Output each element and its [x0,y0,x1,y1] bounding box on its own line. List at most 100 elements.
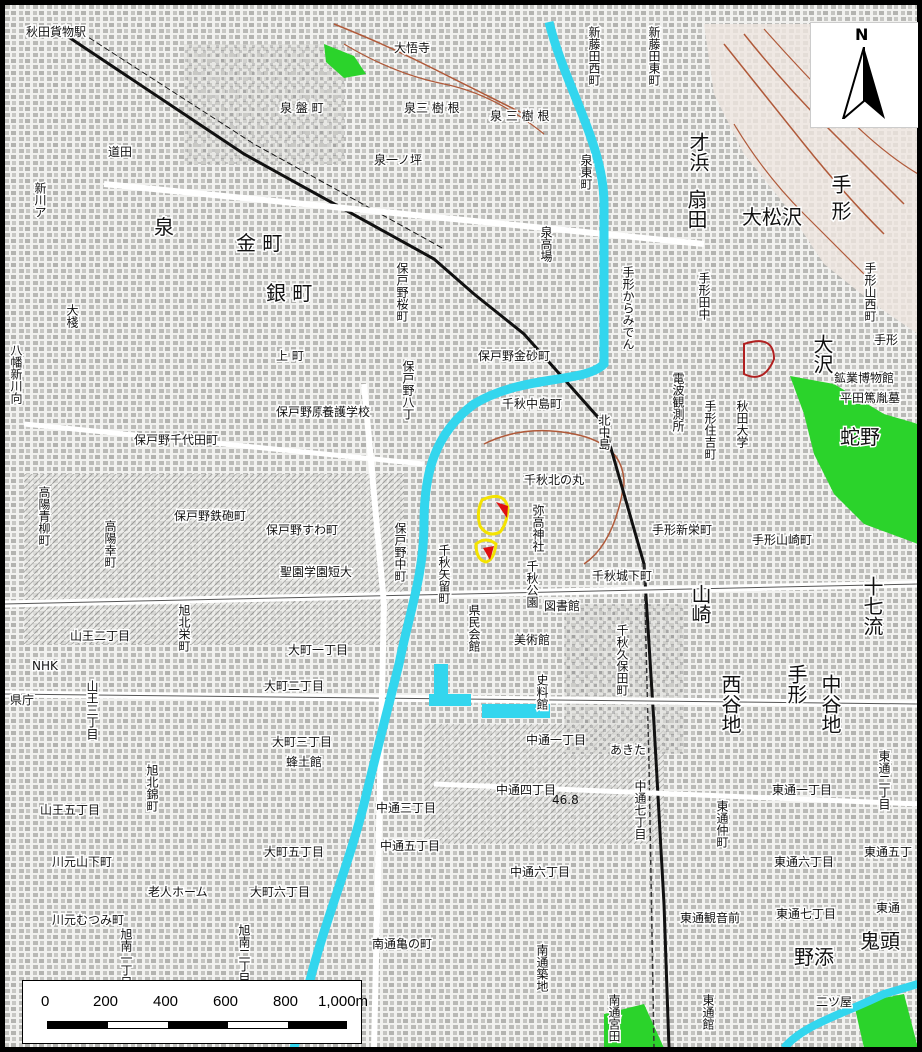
place-label-kamicho: 上 町 [276,349,304,363]
place-label-hodono-suwa: 保戸野すわ町 [266,523,338,537]
site-outline-south [474,538,498,564]
place-label-higashidori-kan: 東通館 [701,994,715,1030]
forest-patch [604,1004,664,1048]
place-label-omachi-rokuchome: 大町六丁目 [250,885,310,899]
scale-tick-label: 0 [41,993,50,1010]
place-label-izumi-takaba: 泉高場 [539,226,553,263]
place-label-nakadori-yonchome: 中通四丁目 [496,782,556,797]
main-road-edge [4,583,918,605]
place-label-akita-station: あきた [610,743,646,757]
contour-line [723,43,885,235]
place-label-hachijukkan: 蜂土館 [286,754,322,769]
place-label-senshu-yabase: 千秋矢留町 [437,544,451,604]
place-label-kenmin-kaikan: 県民会館 [467,604,481,652]
place-label-omachi-sanchome: 大町三丁目 [272,735,332,749]
place-label-daishou: 大棧 [65,304,79,328]
place-label-hodono-naka: 保戸野中町 [393,522,407,582]
place-label-tegata-yamasaki: 手形山崎町 [752,533,812,547]
topographic-map[interactable]: 秋田貨物駅大悟寺泉 盤 町泉三 樹 根泉 三 樹 根新藤田西町新藤田東町道田泉一… [4,4,918,1048]
place-label-jushichiryu: 十七流 [860,576,884,636]
scale-tick-label: 400 [153,993,179,1010]
place-label-teitei: 手形 [874,333,898,347]
main-road [23,421,425,467]
place-label-nakadori-nanachome: 中通七丁目 [633,779,647,840]
scale-segment [48,1022,108,1028]
place-label-hirata-grave: 平田篤胤墓 [840,390,900,405]
place-label-tegata-shinei: 手形新栄町 [652,522,712,537]
site-outline-north [476,494,510,536]
place-label-hodono-harano: 保戸野原の町 [276,405,348,419]
place-label-omatsuzawa: 大松沢 [742,205,802,229]
place-label-tegata-yamanishi: 手形山西町 [863,262,877,322]
north-label: N [855,25,869,44]
place-label-shinkawa: 新川ア [33,181,47,218]
place-label-hodono-hacchome: 保戸野八丁 [401,360,415,420]
contour-line [333,23,525,115]
main-road [433,781,918,807]
place-label-minami-dori-tsukiji: 南通築地 [535,943,549,992]
place-label-tegata-2: 手形 [784,664,808,704]
scale-tick-label: 800 [273,993,299,1010]
place-label-ginmachi: 銀 町 [266,281,312,305]
hatched-zone [24,474,404,644]
place-label-omachi-gochome: 大町五丁目 [264,845,324,859]
place-label-asahi-minami-nichome: 旭南二丁目 [237,924,251,984]
place-label-hodono-chiyoda: 保戸野千代田町 [134,433,218,447]
place-label-higashidori-itchome: 東通一丁目 [772,783,832,797]
place-label-iyataka-shrine: 弥高神社 [531,503,545,552]
place-label-hodono-teppo: 保戸野鉄砲町 [174,508,246,523]
place-label-nhk: NHK [32,659,59,673]
place-label-izumi-higashi: 泉東町 [579,154,593,190]
spot-height-label: 46.8 [552,793,579,807]
place-label-hodono-kanasago: 保戸野金砂町 [478,348,550,363]
place-label-kawamoto-mutsumi: 川元むつみ町 [52,913,124,927]
place-label-senshu-nakajima: 千秋中島町 [502,396,562,411]
place-label-higashidori-nichome: 東通二丁目 [877,750,891,810]
place-label-osawa: 大沢 [810,334,834,374]
contour-line [743,340,776,378]
place-label-sanno-sanchome: 山王三丁目 [85,680,99,740]
place-label-nishiyachi: 西谷地 [718,674,742,734]
place-label-higashidori-naka: 東通仲町 [715,800,729,848]
place-label-higashidori-gochome: 東通五丁 [864,845,912,859]
place-label-tegata-tanaka: 手形田中 [697,272,711,320]
place-labels: 秋田貨物駅大悟寺泉 盤 町泉三 樹 根泉 三 樹 根新藤田西町新藤田東町道田泉一… [8,23,914,1044]
place-label-onigashira: 鬼頭 [860,929,900,953]
place-label-hachiman-shinkawamukai: 八幡新川向 [9,344,23,404]
contour-line [733,123,875,285]
place-label-janoya: 蛇野 [840,425,880,449]
hatched-zone [564,604,684,754]
place-label-higashidori-rokuchome: 東通六丁目 [774,855,834,869]
place-label-nakayachi: 中谷地 [818,674,842,734]
place-label-higashidori: 東通 [876,901,900,915]
place-label-kawamoto-yamashita: 川元山下町 [52,855,112,869]
place-label-takaya-sachi: 高陽幸町 [103,519,117,568]
place-label-kenchou: 県庁 [10,693,34,707]
place-label-izumi-sanbone: 泉三 樹 根 [404,101,460,115]
castle-moat [429,694,471,706]
rail-yard [184,44,344,164]
place-label-kanamachi: 金 町 [236,231,282,255]
river-segment [780,980,918,1048]
place-label-yogo-school: 養護学校 [322,404,370,419]
place-label-higashidori-nanachome: 東通七丁目 [776,907,836,921]
place-label-senshu-kitanomaru: 千秋北の丸 [524,473,584,487]
place-label-sanno-gochome: 山王五丁目 [40,803,100,817]
place-label-yamazaki: 山崎 [688,584,712,624]
forest-patch [790,376,918,544]
place-label-nakadori-sanchome: 中通三丁目 [376,800,436,815]
railway-line [643,563,655,1048]
place-label-denpa-obs: 電波観測所 [671,372,685,432]
place-label-izumi-ichinotsubo: 泉一ノ坪 [374,153,422,167]
place-label-art-museum: 美術館 [514,632,550,647]
place-label-nakadori-gochome: 中通五丁目 [380,838,440,853]
castle-moat [434,664,448,702]
place-label-tegata-sumiyoshi: 手形住吉町 [703,400,717,460]
place-label-minami-dori-miyata: 南通宮田 [607,993,621,1042]
place-label-nakadori-rokuchome: 中通六丁目 [510,864,570,879]
scale-tick-label: 1,000m [318,993,369,1010]
north-arrow-box: N [810,22,918,128]
contour-line [343,43,545,135]
site-marker [496,502,508,518]
